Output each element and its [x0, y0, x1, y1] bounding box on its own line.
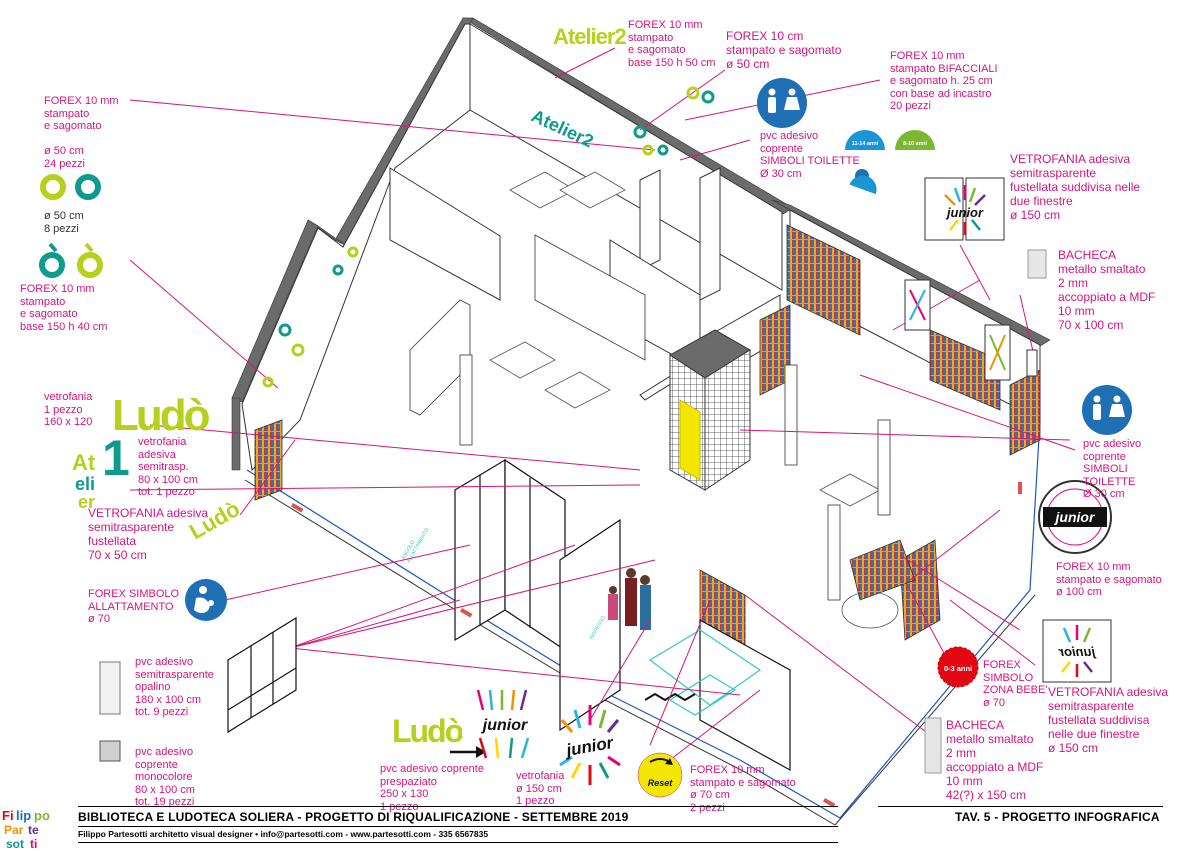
note-forex-circles-24: FOREX 10 mm stampato e sagomato ø 50 cm …	[44, 95, 119, 170]
footer-credit: Filippo Partesotti architetto visual des…	[78, 829, 489, 839]
note-pvc-toilet-top: pvc adesivo coprente SIMBOLI TOILETTE Ø …	[760, 130, 860, 180]
svg-text:po: po	[34, 808, 50, 823]
footer-title: BIBLIOTECA E LUDOTECA SOLIERA - PROGETTO…	[78, 810, 629, 824]
note-bacheca-bottom: BACHECA metallo smaltato 2 mm accoppiato…	[946, 718, 1044, 802]
note-forex-atelier2: FOREX 10 mm stampato e sagomato base 150…	[628, 19, 716, 69]
note-vetrofania-ludo: vetrofania 1 pezzo 160 x 120	[44, 391, 93, 428]
svg-text:lip: lip	[16, 808, 31, 823]
note-circles-8: ø 50 cm 8 pezzi	[44, 210, 84, 235]
footer-line-bottom	[78, 842, 838, 843]
floor-outline-dark	[244, 479, 1036, 826]
svg-text:Par: Par	[4, 823, 24, 837]
footer-line-right	[878, 806, 1163, 807]
note-bacheca-top: BACHECA metallo smaltato 2 mm accoppiato…	[1058, 248, 1156, 332]
note-vetrofania-70x50: VETROFANIA adesiva semitrasparente fuste…	[88, 506, 209, 562]
note-forex-allattamento: FOREX SIMBOLO ALLATTAMENTO ø 70	[88, 588, 180, 625]
central-column	[669, 329, 751, 491]
people-figures	[608, 568, 651, 630]
note-forex-zona-bebe: FOREX SIMBOLO ZONA BEBE' ø 70	[983, 659, 1048, 709]
pillars	[459, 354, 891, 601]
svg-text:Fi: Fi	[2, 808, 14, 823]
note-forex-base-150-40: FOREX 10 mm stampato e sagomato base 150…	[20, 283, 108, 333]
note-pvc-toilet-right: pvc adesivo coprente SIMBOLI TOILETTE Ø …	[1083, 438, 1142, 500]
note-vetrofania-junior-right: VETROFANIA adesiva semitrasparente fuste…	[1048, 685, 1169, 755]
note-vetrofania-atelier1: vetrofania adesiva semitrasp. 80 x 100 c…	[138, 436, 198, 498]
note-pvc-opalino: pvc adesivo semitrasparente opalino 180 …	[135, 656, 214, 718]
partesotti-brand-logo: Fi lip po Par te sot ti	[2, 808, 50, 851]
footer-sheet: TAV. 5 - PROGETTO INFOGRAFICA	[955, 810, 1160, 824]
svg-text:te: te	[28, 823, 39, 837]
svg-text:sot: sot	[6, 837, 24, 851]
footer-line-mid	[78, 826, 838, 827]
tables	[489, 171, 899, 629]
wall-markers	[291, 482, 1022, 808]
note-forex-70cm: FOREX 10 mm stampato e sagomato ø 70 cm …	[690, 764, 796, 814]
shelves	[254, 224, 1041, 661]
footer-line-top	[78, 806, 838, 807]
note-forex-bifacciali: FOREX 10 mm stampato BIFACCIALI e sagoma…	[890, 50, 998, 112]
note-pvc-prespaziato: pvc adesivo coprente prespaziato 250 x 1…	[380, 763, 484, 813]
note-forex-junior-100: FOREX 10 mm stampato e sagomato ø 100 cm	[1056, 561, 1162, 598]
note-vetrofania-150: vetrofania ø 150 cm 1 pezzo	[516, 770, 565, 807]
svg-text:ti: ti	[30, 837, 37, 851]
note-pvc-monocolore: pvc adesivo coprente monocolore 80 x 100…	[135, 746, 195, 808]
note-vetrofania-junior-top: VETROFANIA adesiva semitrasparente fuste…	[1010, 152, 1141, 222]
label-angolo-allattamento: ANGOLOALLATTAMENTO	[401, 524, 431, 564]
note-forex-toilet: FOREX 10 cm stampato e sagomato ø 50 cm	[726, 29, 842, 71]
